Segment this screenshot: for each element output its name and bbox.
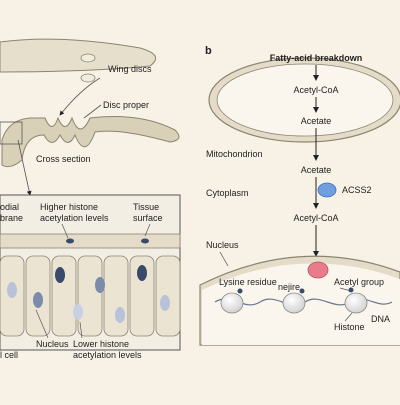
label-fatty-acid: Fatty-acid breakdown bbox=[270, 53, 363, 63]
label-wing-discs: Wing discs bbox=[108, 64, 152, 74]
label-cyto-acetylcoa: Acetyl-CoA bbox=[293, 213, 338, 223]
histone-3 bbox=[344, 292, 368, 314]
peripodial-membrane bbox=[0, 233, 181, 249]
label-cross-section: Cross section bbox=[36, 154, 91, 164]
disc-proper-shape bbox=[1, 116, 180, 168]
panel-b-letter: b bbox=[205, 45, 212, 57]
label-mito-acetylcoa: Acetyl-CoA bbox=[293, 85, 338, 95]
wing-disc-1 bbox=[80, 53, 96, 63]
wing-disc-larva bbox=[0, 38, 157, 73]
wing-disc-2 bbox=[80, 73, 96, 83]
label-dna: DNA bbox=[371, 314, 390, 324]
line-nucleus-b bbox=[219, 251, 229, 267]
label-histone: Histone bbox=[334, 322, 365, 332]
line-higher bbox=[61, 223, 69, 239]
label-podial-1: odial bbox=[0, 202, 19, 212]
label-nucleus-a: Nucleus bbox=[36, 339, 69, 349]
arrow-cross-section bbox=[17, 139, 32, 196]
line-acetyl bbox=[339, 287, 352, 292]
label-cytoplasm: Cytoplasm bbox=[206, 188, 249, 198]
cell-nucleus-low-3 bbox=[115, 307, 125, 323]
acetyl-mark-2 bbox=[299, 288, 305, 294]
arrow-wing-discs bbox=[59, 77, 101, 116]
cell-nucleus-high-1 bbox=[55, 267, 65, 283]
label-acss2: ACSS2 bbox=[342, 185, 372, 195]
label-disc-proper: Disc proper bbox=[103, 100, 149, 110]
label-cyto-acetate: Acetate bbox=[301, 165, 332, 175]
histone-1 bbox=[220, 292, 244, 314]
line-nucleus bbox=[35, 309, 49, 339]
cell-nucleus-mid-1 bbox=[33, 292, 43, 308]
nejire-enzyme bbox=[307, 261, 329, 279]
acetyl-mark-3 bbox=[348, 287, 354, 293]
label-mito-acetate: Acetate bbox=[301, 116, 332, 126]
label-podial-2: brane bbox=[0, 213, 23, 223]
label-nejire: nejire bbox=[278, 282, 300, 292]
cell-nucleus-low-4 bbox=[160, 295, 170, 311]
membrane-nucleus-1 bbox=[66, 238, 74, 244]
label-acetyl: Acetyl group bbox=[334, 277, 384, 287]
label-lower-2: acetylation levels bbox=[73, 350, 142, 360]
line-tissue bbox=[144, 223, 151, 237]
cell-nucleus-low-1 bbox=[7, 282, 17, 298]
line-histone bbox=[344, 312, 353, 322]
label-nucleus-b: Nucleus bbox=[206, 240, 239, 250]
acetyl-mark-1 bbox=[237, 288, 243, 294]
label-cell: l cell bbox=[0, 350, 18, 360]
label-lysine: Lysine residue bbox=[219, 277, 277, 287]
label-higher-1: Higher histone bbox=[40, 202, 98, 212]
line-lower bbox=[79, 321, 83, 339]
label-mitochondrion: Mitochondrion bbox=[206, 149, 263, 159]
label-lower-1: Lower histone bbox=[73, 339, 129, 349]
membrane-nucleus-2 bbox=[141, 238, 149, 244]
section-box bbox=[0, 121, 23, 145]
columnar-cells bbox=[0, 255, 181, 337]
label-tissue-2: surface bbox=[133, 213, 163, 223]
cell-nucleus-low-2 bbox=[73, 304, 83, 320]
cell-nucleus-high-2 bbox=[137, 265, 147, 281]
label-higher-2: acetylation levels bbox=[40, 213, 109, 223]
histone-2 bbox=[282, 292, 306, 314]
acss2-enzyme bbox=[317, 182, 337, 198]
line-disc-proper bbox=[83, 104, 102, 119]
mitochondrion-inner bbox=[216, 63, 394, 137]
label-tissue-1: Tissue bbox=[133, 202, 159, 212]
cell-nucleus-mid-2 bbox=[95, 277, 105, 293]
